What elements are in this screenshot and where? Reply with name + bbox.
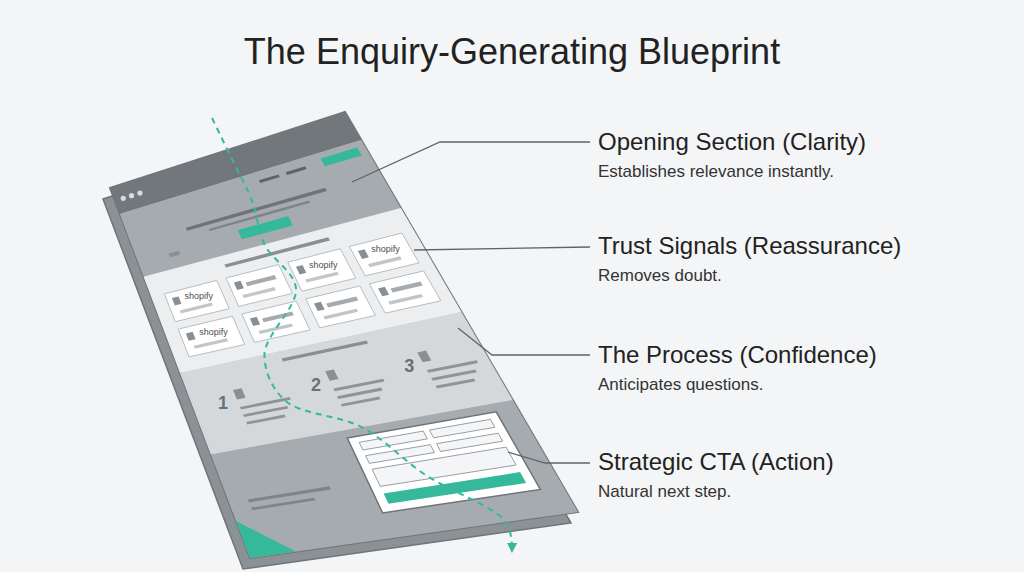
browser-dot — [129, 193, 134, 198]
corner-accent — [236, 521, 296, 558]
badge-logo-text: shopify — [309, 260, 338, 271]
form-submit-button — [384, 472, 527, 504]
callout-heading: Trust Signals (Reassurance) — [598, 232, 901, 261]
cta-line — [248, 486, 331, 502]
step-line — [431, 369, 477, 380]
badge-icon — [358, 249, 369, 259]
hero-mark — [168, 251, 180, 257]
title: The Enquiry-Generating Blueprint — [244, 30, 780, 73]
step-icon — [417, 351, 431, 363]
step-icon — [233, 388, 246, 399]
badge-logo-text: shopify — [185, 291, 214, 302]
trust-badge — [369, 271, 440, 313]
journey-arrow — [212, 118, 512, 548]
trust-badge — [178, 316, 245, 357]
badge-icon — [234, 281, 244, 290]
badge-stars — [368, 256, 402, 267]
callout-heading: Strategic CTA (Action) — [598, 448, 834, 477]
cta-line — [251, 498, 315, 511]
form-field — [437, 433, 503, 451]
badge-icon — [172, 296, 182, 305]
badge-icon — [378, 287, 389, 296]
badge-stars — [388, 294, 423, 305]
callout-heading: Opening Section (Clarity) — [598, 128, 866, 157]
badge-logo — [326, 297, 358, 308]
trust-badge — [164, 280, 229, 321]
leader-line — [414, 247, 590, 250]
badge-stars — [194, 338, 228, 349]
badge-stars — [180, 303, 213, 314]
badge-stars — [323, 309, 358, 320]
hero-heading-line — [186, 188, 327, 231]
badge-logo — [246, 275, 277, 286]
badge-stars — [305, 272, 339, 283]
trust-badge — [242, 301, 310, 342]
badge-stars — [259, 324, 294, 335]
badge-logo-text: shopify — [199, 326, 228, 337]
trust-badge — [306, 286, 376, 328]
nav-button — [321, 147, 362, 166]
step-number: 2 — [311, 375, 321, 397]
leader-line — [458, 328, 590, 355]
leader-line — [352, 142, 590, 182]
hero-button — [238, 216, 293, 239]
callout-description: Anticipates questions. — [598, 375, 763, 395]
badge-icon — [250, 317, 260, 326]
trust-badge — [288, 249, 356, 291]
nav-dash — [259, 174, 280, 183]
callout-heading: The Process (Confidence) — [598, 341, 877, 370]
nav-dash — [286, 166, 307, 175]
process-heading-line — [282, 340, 369, 361]
trust-badge — [349, 233, 419, 276]
badge-icon — [296, 265, 306, 274]
step-line — [246, 415, 286, 425]
step-number: 3 — [404, 356, 414, 378]
callout-description: Removes doubt. — [598, 266, 722, 286]
step-number: 1 — [218, 393, 228, 415]
badge-logo — [262, 312, 294, 323]
badge-logo — [390, 282, 422, 293]
badge-icon — [314, 302, 325, 311]
trust-badge — [226, 265, 292, 307]
badge-stars — [242, 287, 276, 298]
callout-description: Natural next step. — [598, 482, 731, 502]
enquiry-form — [347, 412, 540, 513]
badge-logo-text: shopify — [371, 244, 400, 255]
callout-description: Establishes relevance instantly. — [598, 162, 834, 182]
step-line — [436, 379, 476, 389]
tablet-illustration — [103, 112, 578, 569]
cta-section — [211, 400, 578, 558]
browser-dot — [121, 196, 126, 201]
step-line — [341, 397, 381, 407]
badge-icon — [186, 332, 196, 341]
tablet-screen — [110, 112, 578, 558]
leader-line — [508, 452, 590, 463]
browser-dot — [137, 190, 142, 195]
step-icon — [325, 369, 338, 380]
